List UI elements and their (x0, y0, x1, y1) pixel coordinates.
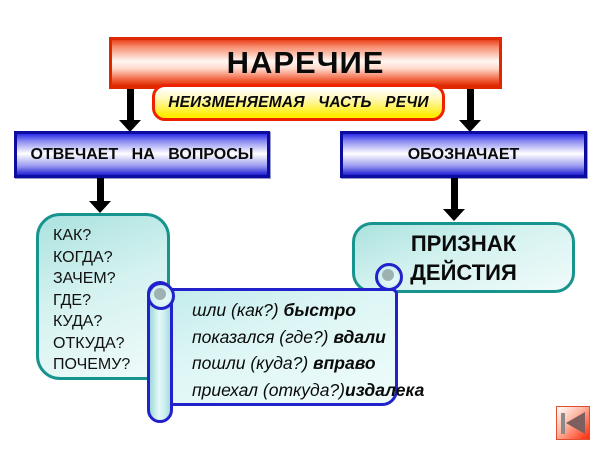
meaning-line: ПРИЗНАК (410, 230, 517, 256)
question-item: ЗАЧЕМ? (53, 270, 116, 287)
scroll-curl-icon (147, 282, 175, 310)
question-item: КУДА? (53, 313, 103, 330)
question-item: КОГДА? (53, 248, 113, 266)
arrow-down-right-bottom (443, 178, 465, 221)
denotes-label: ОБОЗНАЧАЕТ (407, 145, 520, 163)
question-item: КАК? (53, 227, 92, 244)
arrow-head-icon (89, 201, 111, 213)
arrow-head-icon (459, 120, 481, 132)
answers-questions-box: ОТВЕЧАЕТ НА ВОПРОСЫ (14, 131, 270, 178)
question-item: ОТКУДА? (53, 334, 125, 352)
arrow-down-left-bottom (89, 178, 111, 213)
question-item: ГДЕ? (53, 291, 91, 309)
title-box: НАРЕЧИЕ (109, 37, 502, 89)
meaning-line: ДЕЙСТИЯ (410, 259, 517, 285)
denotes-box: ОБОЗНАЧАЕТ (340, 131, 587, 178)
arrow-head-icon (119, 120, 141, 132)
arrow-stem (466, 89, 474, 120)
scroll-curl-core (382, 269, 394, 281)
question-item: ПОЧЕМУ? (53, 356, 131, 373)
page-title: НАРЕЧИЕ (226, 45, 385, 80)
scroll-curl-core (154, 288, 166, 300)
arrow-down-right-top (459, 89, 481, 132)
subtitle-box: НЕИЗМЕНЯЕМАЯ ЧАСТЬ РЕЧИ (152, 84, 445, 121)
back-button[interactable] (556, 406, 590, 440)
answers-questions-label: ОТВЕЧАЕТ НА ВОПРОСЫ (30, 145, 254, 163)
arrow-stem (450, 178, 458, 209)
subtitle-label: НЕИЗМЕНЯЕМАЯ ЧАСТЬ РЕЧИ (168, 93, 429, 111)
arrow-down-left-top (119, 89, 141, 132)
skip-back-triangle-icon (566, 412, 585, 434)
meaning-box: ПРИЗНАК ДЕЙСТИЯ (352, 222, 575, 293)
arrow-head-icon (443, 209, 465, 221)
arrow-stem (96, 178, 104, 201)
scroll-curl-icon (375, 263, 403, 291)
examples-text: шли (как?) быстро показался (где?) вдали… (192, 297, 425, 403)
example-line: пошли (куда?) вправо (192, 353, 376, 373)
arrow-stem (126, 89, 134, 120)
example-line: приехал (откуда?)издалека (192, 379, 425, 400)
example-line: шли (как?) быстро (192, 300, 356, 320)
skip-back-bar-icon (561, 413, 565, 434)
example-line: показался (где?) вдали (192, 326, 386, 347)
